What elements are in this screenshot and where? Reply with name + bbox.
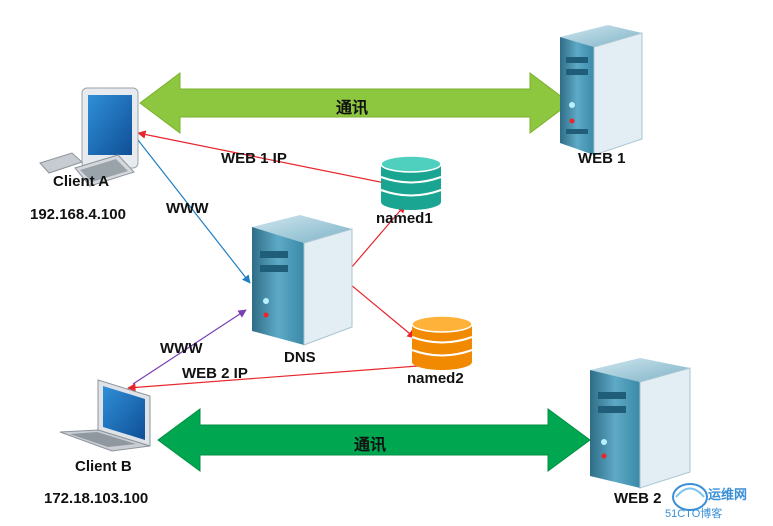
named1-database-icon bbox=[380, 155, 442, 210]
web2-ip-label: WEB 2 IP bbox=[182, 365, 248, 382]
client-b-ip: 172.18.103.100 bbox=[44, 490, 149, 507]
named1-name: named1 bbox=[376, 210, 433, 227]
web1-ip-label: WEB 1 IP bbox=[221, 150, 287, 167]
watermark-logo-icon bbox=[672, 483, 708, 511]
watermark-logo-text: 运维网 bbox=[708, 487, 748, 502]
watermark-sub-text: 51CTO博客 bbox=[665, 508, 723, 520]
web2-name: WEB 2 bbox=[614, 490, 662, 507]
client-a-name: Client A bbox=[53, 173, 110, 190]
line-dns-named2 bbox=[344, 279, 416, 339]
laptop-icon bbox=[59, 379, 151, 452]
dns-server-icon bbox=[252, 215, 353, 346]
line-client-a-dns bbox=[137, 139, 251, 284]
line-web1-ip bbox=[137, 130, 396, 186]
web1-server-icon bbox=[560, 25, 643, 156]
dns-name: DNS bbox=[284, 349, 316, 366]
line-dns-named1 bbox=[344, 204, 406, 276]
client-a-ip: 192.168.4.100 bbox=[30, 206, 126, 223]
line-client-b-dns bbox=[132, 309, 247, 385]
desktop-computer-icon bbox=[39, 87, 139, 187]
named2-name: named2 bbox=[407, 370, 464, 387]
client-b-name: Client B bbox=[75, 458, 132, 475]
web1-name: WEB 1 bbox=[578, 150, 626, 167]
web2-server-icon bbox=[590, 358, 691, 489]
www-label-a: WWW bbox=[166, 200, 209, 217]
www-label-b: WWW bbox=[160, 340, 203, 357]
line-web2-ip bbox=[127, 365, 419, 392]
comm-label-top: 通讯 bbox=[336, 100, 369, 117]
comm-label-bottom: 通讯 bbox=[354, 437, 387, 454]
named2-database-icon bbox=[411, 315, 473, 370]
